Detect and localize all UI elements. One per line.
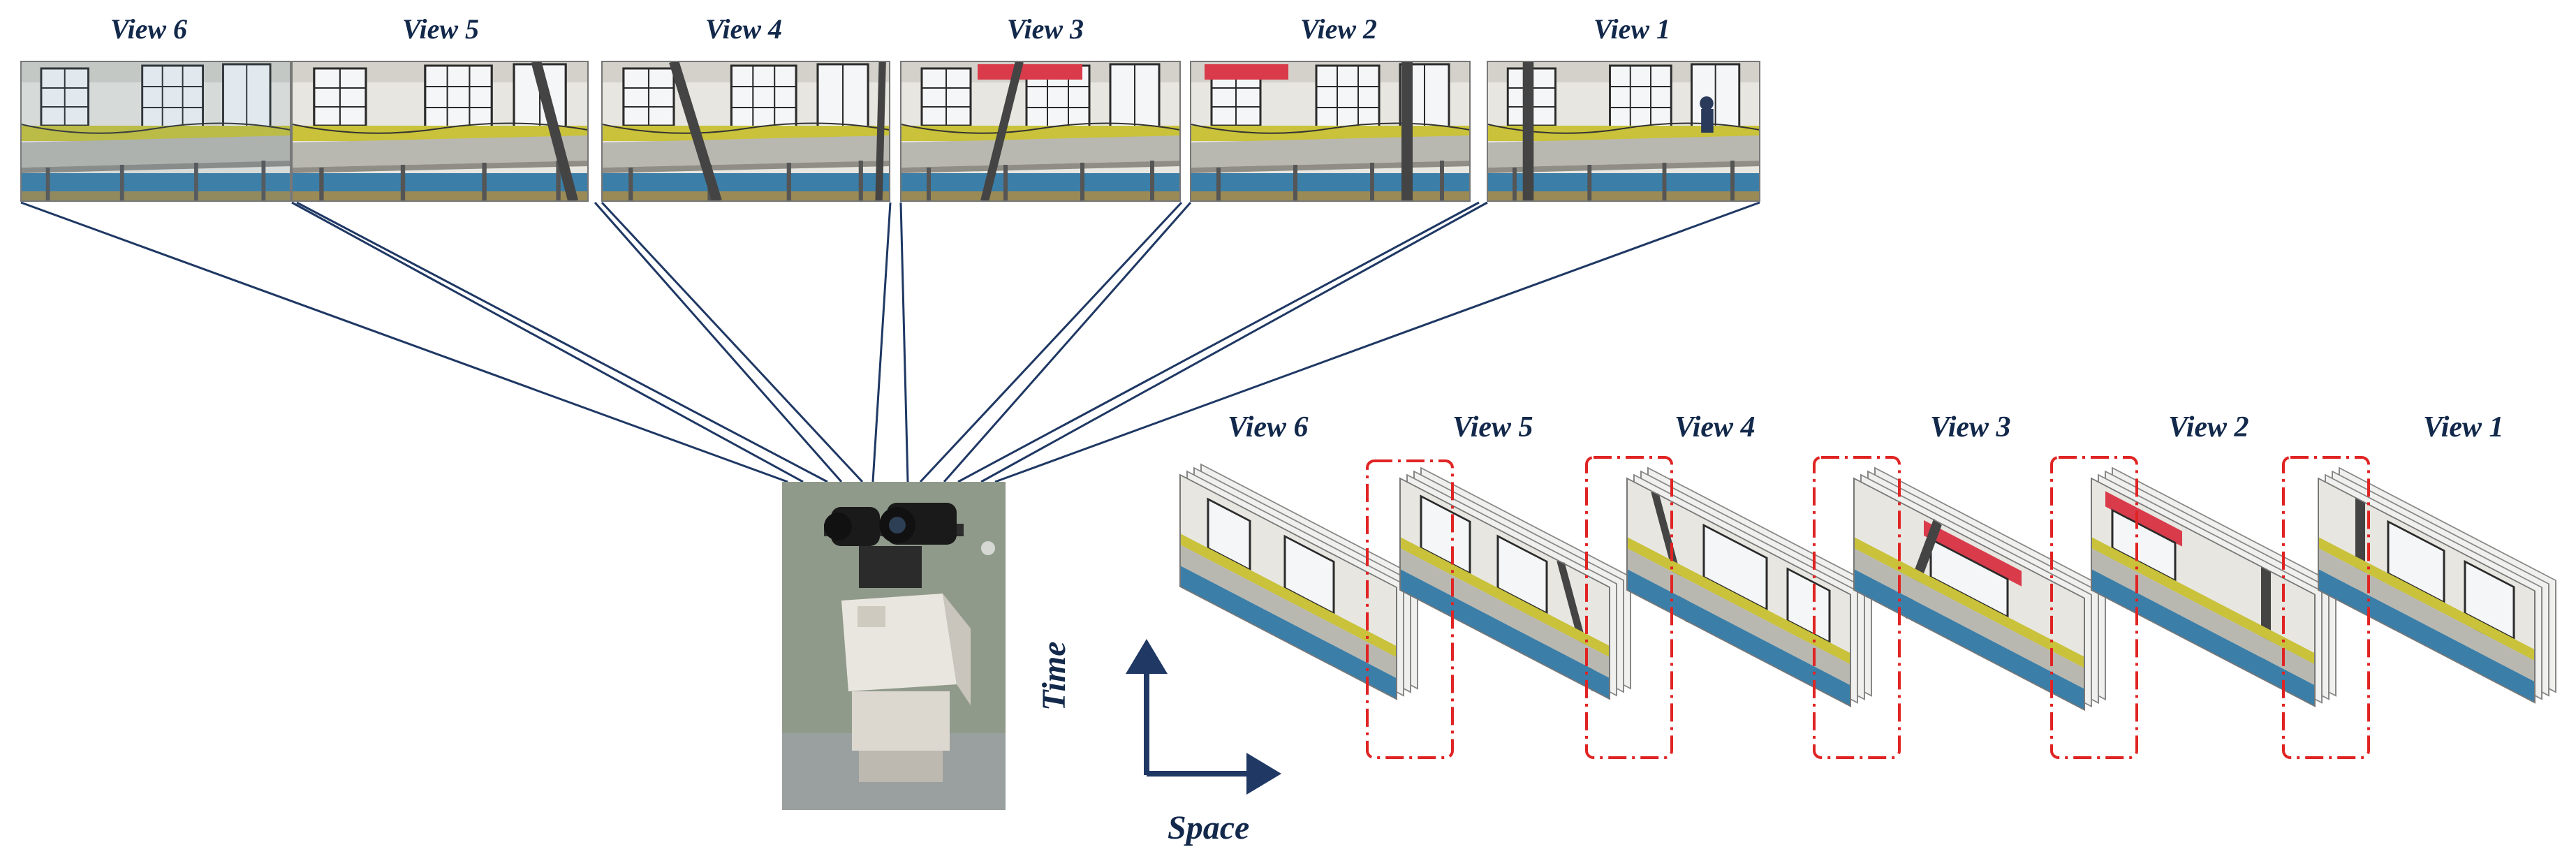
top-view-photo-1 <box>1487 61 1760 202</box>
stack-view-label-4: View 4 <box>1675 411 1756 443</box>
view-stack-3 <box>1853 466 2106 712</box>
overlap-boxes <box>1366 456 2370 759</box>
view-stack-6 <box>1179 463 1418 700</box>
space-axis-label: Space <box>1168 809 1250 846</box>
top-view-label-1: View 1 <box>1594 13 1671 45</box>
top-view-label-2: View 2 <box>1300 13 1378 45</box>
overlap-box-2-1 <box>2282 456 2370 759</box>
view-stack-5 <box>1399 466 1631 700</box>
top-view-label-6: View 6 <box>110 13 188 45</box>
dual-camera-rig-icon <box>782 482 1006 810</box>
stack-view-label-1: View 1 <box>2423 411 2504 443</box>
view-stack-1 <box>2318 466 2556 704</box>
space-axis-arrow <box>1147 753 1281 795</box>
connector-lines <box>20 201 1760 483</box>
stack-view-label-6: View 6 <box>1228 411 1309 443</box>
stack-view-label-2: View 2 <box>2168 411 2249 443</box>
overlap-box-3-2 <box>2050 456 2138 759</box>
time-axis-arrow <box>1126 639 1168 775</box>
top-view-label-4: View 4 <box>705 13 783 45</box>
top-view-photo-6 <box>20 61 291 202</box>
top-view-photo-3 <box>900 61 1181 202</box>
top-view-photo-4 <box>601 61 891 202</box>
top-view-label-3: View 3 <box>1007 13 1084 45</box>
top-view-photo-5 <box>290 61 589 202</box>
top-view-label-5: View 5 <box>402 13 480 45</box>
overlap-box-4-3 <box>1813 456 1901 759</box>
top-view-photo-2 <box>1190 61 1471 202</box>
stack-view-label-3: View 3 <box>1930 411 2011 443</box>
view-stack-2 <box>2091 466 2336 707</box>
overlap-box-6-5 <box>1366 459 1454 759</box>
overlap-box-5-4 <box>1585 456 1673 759</box>
stack-view-label-5: View 5 <box>1452 411 1533 443</box>
view-stack-4 <box>1626 466 1872 707</box>
